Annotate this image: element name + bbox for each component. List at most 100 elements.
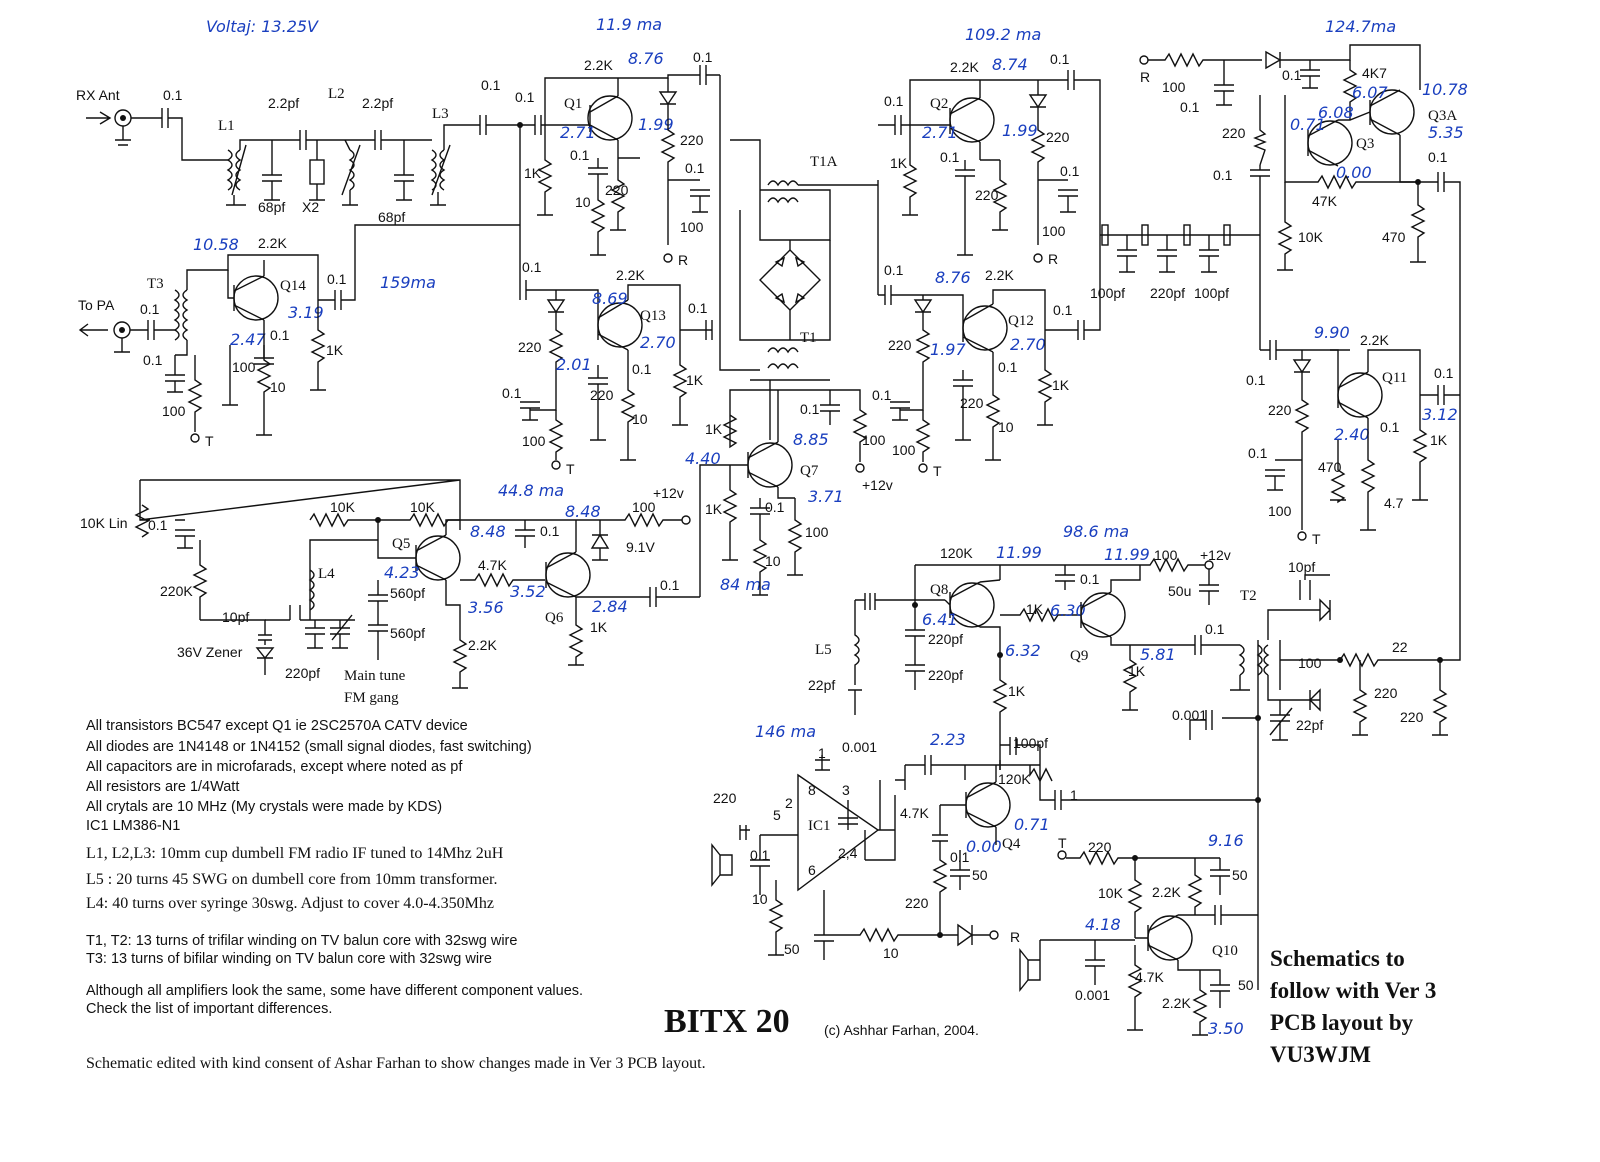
note-line: All crytals are 10 MHz (My crystals were… [86, 799, 442, 815]
c-label: 0.1 [1205, 621, 1225, 637]
c-label: 0.1 [1050, 51, 1070, 67]
q12-c-voltage: 8.76 [935, 268, 971, 287]
c-label: 560pf [390, 625, 425, 641]
r-label: 120K [998, 771, 1031, 787]
r-label: 100 [1298, 655, 1322, 671]
c-label: 50 [972, 867, 988, 883]
q10-stage: T 220 9.16 50 10K 2.2K Q10 4.18 3.50 0.0… [1019, 831, 1258, 1038]
fm-gang-label: FM gang [344, 690, 399, 706]
l2-label: L2 [328, 86, 345, 102]
q2-b-voltage: 2.71 [922, 123, 958, 142]
r-label: 10K [410, 499, 436, 515]
r-label: 2.2K [258, 235, 287, 251]
x2-label: X2 [302, 199, 319, 215]
q3-b4-voltage: 0.00 [1336, 163, 1372, 182]
c-label: 68pf [378, 209, 405, 225]
q7-c-voltage: 8.85 [793, 430, 829, 449]
q5-b-voltage: 4.23 [384, 563, 420, 582]
ver3-note-line: PCB layout by [1270, 1010, 1414, 1035]
c-label: 68pf [258, 199, 285, 215]
c-label: 0.1 [522, 259, 542, 275]
c-label: 0.1 [800, 401, 820, 417]
q6-transistor [545, 552, 591, 598]
r-label: 100 [1154, 547, 1178, 563]
r-label: 1K [590, 619, 608, 635]
q13-transistor [597, 302, 643, 348]
c-label: 220pf [928, 667, 963, 683]
pot-label: 10K Lin [80, 515, 127, 531]
rx-ant-label: RX Ant [76, 87, 120, 103]
zener-label: 36V Zener [177, 644, 243, 660]
r-label: 10 [998, 419, 1014, 435]
c-label: 0.1 [1248, 445, 1268, 461]
q3-current: 124.7ma [1325, 17, 1396, 36]
q6-label: Q6 [545, 610, 564, 626]
q9-e-voltage: 5.81 [1140, 645, 1176, 664]
c-label: 0.001 [1172, 707, 1207, 723]
coil-note-line: L5 : 20 turns 45 SWG on dumbell core fro… [86, 871, 497, 888]
pin-label: 1 [818, 745, 826, 761]
coil-note-line: L1, L2,L3: 10mm cup dumbell FM radio IF … [86, 845, 504, 862]
t2-detector: T2 10pf 100 22 220 220 22pf 0.001 [1080, 395, 1461, 990]
q8-c-voltage: 11.99 [996, 543, 1042, 562]
c-label: 0.1 [1428, 149, 1448, 165]
r-label: 120K [940, 545, 973, 561]
q4-label: Q4 [1002, 836, 1021, 852]
q10-e-voltage: 3.50 [1208, 1019, 1244, 1038]
r-label: 100 [1162, 79, 1186, 95]
tx-line-label: T [566, 461, 575, 477]
amp-note-line: Although all amplifiers look the same, s… [86, 983, 583, 999]
q2-label: Q2 [930, 96, 948, 112]
r-label: 10 [270, 379, 286, 395]
rx-input-filter: RX Ant 0.1 L1 2.2pf L2 68pf X2 2.2pf 68p… [76, 77, 520, 225]
q11-c-voltage: 9.90 [1314, 323, 1350, 342]
q14-c-voltage: 10.58 [193, 235, 239, 254]
r-label: 4.7K [478, 557, 507, 573]
r-label: 47K [1312, 193, 1338, 209]
q14-current: 159ma [380, 273, 436, 292]
note-line: All resistors are 1/4Watt [86, 779, 239, 795]
q10-transistor [1147, 915, 1193, 961]
c-label: 50 [1232, 867, 1248, 883]
r-label: 1K [1026, 601, 1044, 617]
rx-line-label: R [1140, 69, 1150, 85]
c-label: 0.1 [1213, 167, 1233, 183]
ic1-label: IC1 [808, 818, 831, 834]
c-label: 0.001 [842, 739, 877, 755]
q2-c-voltage: 8.74 [992, 55, 1028, 74]
q14-label: Q14 [280, 278, 306, 294]
q3-b2-voltage: 6.07 [1352, 83, 1388, 102]
c-label: 0.1 [872, 387, 892, 403]
r-label: 1K [1052, 377, 1070, 393]
q14-transistor [233, 275, 279, 321]
q8-label: Q8 [930, 582, 948, 598]
note-line: All transistors BC547 except Q1 ie 2SC25… [86, 718, 468, 734]
q1-q13-stage: 0.1 Q1 8.76 2.71 1.99 2.2K 0.1 220 R 1K … [502, 49, 720, 477]
q10-label: Q10 [1212, 943, 1238, 959]
r-label: 4.7K [900, 805, 929, 821]
c-label: 22pf [1296, 717, 1323, 733]
schematic-title: BITX 20 [664, 1003, 790, 1040]
r-label: 220 [680, 132, 704, 148]
supply-label: +12v [862, 477, 893, 493]
q5-current: 44.8 ma [498, 481, 564, 500]
l4-label: L4 [318, 566, 335, 582]
r-label: 100 [862, 432, 886, 448]
q14-e-voltage: 3.19 [288, 303, 324, 322]
q7-transistor [747, 442, 793, 488]
ic1-stage: IC1 1 0.001 8 3 2 2,4 5 6 220 0.1 10 50 … [711, 739, 1020, 961]
r-label: 100 [232, 359, 256, 375]
c-label: 0.001 [1075, 987, 1110, 1003]
r-label: 470 [1382, 229, 1406, 245]
q2-e-voltage: 1.99 [1002, 121, 1038, 140]
q2-q12-stage: 0.1 Q2 8.74 2.71 1.99 2.2K 0.1 220 R 1K … [872, 51, 1101, 479]
r-label: 1K [705, 501, 723, 517]
r-label: 220 [1046, 129, 1070, 145]
vfo-stage: 10K Lin 0.1 220K 36V Zener 10pf L4 220pf… [80, 479, 700, 706]
r-label: 220 [905, 895, 929, 911]
c-label: 0.1 [515, 89, 535, 105]
q4-c-voltage: 2.23 [930, 730, 966, 749]
c-label: 0.1 [693, 49, 713, 65]
r-label: 1K [890, 155, 908, 171]
c-label: 0.1 [148, 517, 168, 533]
